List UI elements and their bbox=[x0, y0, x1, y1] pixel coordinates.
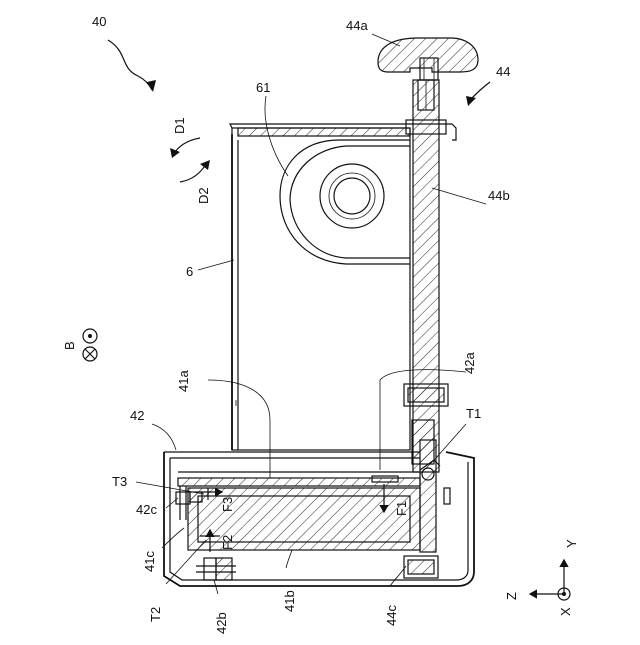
coordinate-axes bbox=[530, 560, 570, 600]
sheet-leader bbox=[198, 260, 234, 270]
plate-leader bbox=[208, 380, 270, 478]
fastener-42b bbox=[196, 558, 236, 580]
inner-box-leader bbox=[286, 550, 292, 568]
knob-leader bbox=[372, 34, 400, 46]
label-knob: 44a bbox=[346, 18, 368, 33]
assembly-leader bbox=[108, 40, 156, 92]
knob-assembly-leader bbox=[466, 82, 490, 106]
label-roll: 61 bbox=[256, 80, 270, 95]
label-axis-z: Z bbox=[504, 592, 519, 600]
label-fastener-c: 42c bbox=[136, 502, 157, 517]
label-f3: F3 bbox=[220, 497, 235, 512]
label-f2: F2 bbox=[220, 535, 235, 550]
label-pin: 42a bbox=[462, 352, 477, 374]
label-t2: T2 bbox=[148, 607, 163, 622]
bracket-leader bbox=[162, 528, 184, 548]
label-plate: 41a bbox=[176, 370, 191, 392]
frame-leader bbox=[152, 424, 176, 450]
shaft-leader bbox=[432, 188, 486, 204]
label-t3: T3 bbox=[112, 474, 127, 489]
knob bbox=[378, 38, 478, 80]
label-b: B bbox=[62, 341, 77, 350]
label-d1: D1 bbox=[172, 117, 187, 134]
label-bracket: 41c bbox=[142, 551, 157, 572]
label-t1: T1 bbox=[466, 406, 481, 421]
t2-leader bbox=[166, 540, 206, 584]
label-axis-y: Y bbox=[564, 539, 579, 548]
label-assembly: 40 bbox=[92, 14, 106, 29]
label-frame: 42 bbox=[130, 408, 144, 423]
fastener-b-leader bbox=[214, 580, 218, 594]
label-fastener-b: 42b bbox=[214, 612, 229, 634]
label-inner-box: 41b bbox=[282, 590, 297, 612]
rotation-d2-arrow bbox=[180, 160, 210, 182]
label-support: 44c bbox=[384, 605, 399, 626]
label-sheet: 6 bbox=[186, 264, 193, 279]
label-axis-x: X bbox=[558, 607, 573, 616]
shaft bbox=[404, 80, 448, 472]
label-f1: F1 bbox=[394, 501, 409, 516]
label-shaft: 44b bbox=[488, 188, 510, 203]
rotation-d1-arrow bbox=[170, 138, 200, 158]
b-direction-symbol bbox=[83, 329, 97, 361]
roll bbox=[280, 140, 410, 264]
label-d2: D2 bbox=[196, 187, 211, 204]
label-knob-assembly: 44 bbox=[496, 64, 510, 79]
plate-41a bbox=[178, 472, 420, 486]
